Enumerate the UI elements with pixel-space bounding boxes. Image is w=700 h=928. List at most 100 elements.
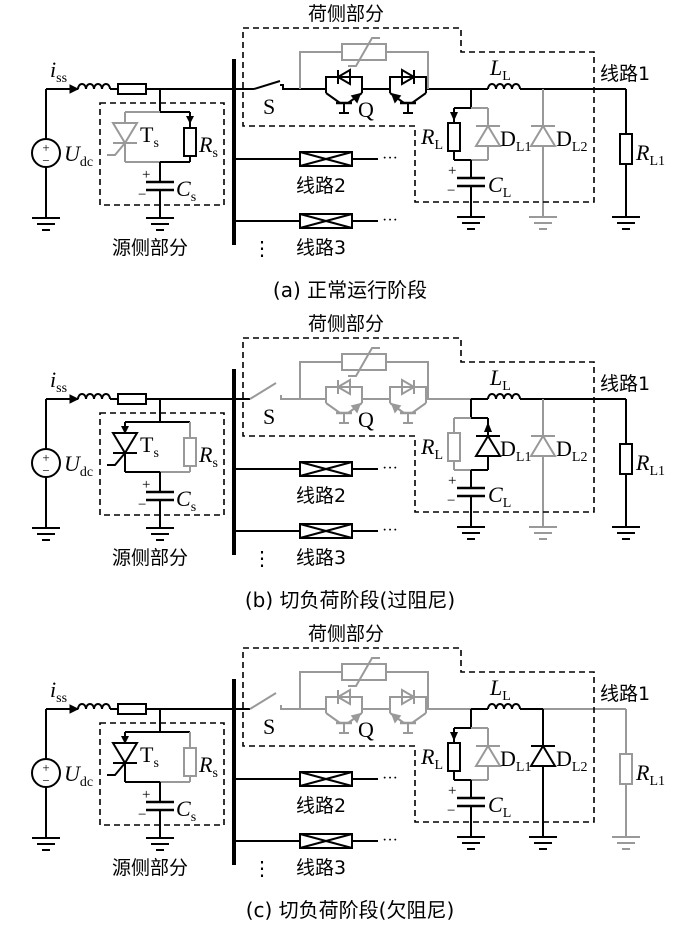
ellipsis: ··· (382, 832, 398, 849)
resistor-Rs-label: Rs (198, 132, 218, 161)
current-arrow-icon (484, 422, 492, 432)
antiparallel-diode (401, 688, 416, 706)
antiparallel-diode (401, 68, 416, 86)
switch-label: S (263, 94, 275, 119)
load-side-label: 荷侧部分 (308, 313, 384, 335)
diode-DL2-label: DL2 (556, 436, 587, 465)
capacitor-icon (146, 800, 174, 812)
switch-blade-icon (249, 692, 277, 710)
diode-DL2-icon (529, 434, 557, 457)
ellipsis: ··· (382, 460, 398, 477)
source-inductor-icon (77, 393, 111, 400)
cap-plus: + (448, 163, 456, 179)
vdots: ⋮ (252, 238, 272, 260)
varistor-wire (299, 671, 342, 709)
cap-plus: + (142, 787, 150, 803)
cap-minus: − (447, 803, 455, 819)
capacitor-icon (457, 486, 485, 498)
thyristor-Ts-icon (107, 432, 139, 466)
current-label: iss (50, 677, 67, 706)
diode-triangle (529, 744, 557, 767)
line2-feeder: ···线路2 (234, 460, 398, 507)
ground-icon (32, 527, 60, 541)
resistor-RL-label: RL (420, 434, 443, 463)
source-side-box (99, 722, 225, 826)
diode-DL1-label: DL1 (500, 436, 531, 465)
capacitor-icon (457, 176, 485, 188)
cap-minus: − (447, 493, 455, 509)
source-minus: − (42, 153, 49, 168)
emitter-arrow (390, 402, 402, 414)
panel-caption: (b) 切负荷阶段(过阻尼) (245, 588, 455, 612)
line3-feeder: ···线路3 (234, 832, 398, 879)
antiparallel-diode (336, 688, 351, 706)
ground-icon (146, 837, 174, 851)
resistor-RL-icon (447, 742, 461, 772)
diode-DL1-icon (474, 744, 502, 767)
load-side-box (242, 337, 595, 513)
capacitor-CL-label: CL (488, 172, 511, 201)
switch-label: S (263, 404, 275, 429)
vdots: ⋮ (252, 858, 272, 880)
diode-DL2-label: DL2 (556, 746, 587, 775)
source-minus: − (42, 773, 49, 788)
source-label: Udc (64, 761, 93, 790)
diode-triangle (474, 744, 502, 767)
capacitor-Cs-label: Cs (176, 176, 196, 205)
ground-icon (457, 836, 485, 850)
thyristor-gate (107, 452, 126, 466)
inductor-LL-label: LL (489, 675, 511, 704)
resistor-RL1-label: RL1 (635, 760, 665, 789)
varistor-wire (386, 361, 429, 399)
source-side-label: 源侧部分 (112, 237, 188, 259)
cap-minus: − (138, 187, 146, 203)
ground-icon (32, 837, 60, 851)
igbt-collector (325, 712, 341, 724)
ellipsis: ··· (382, 212, 398, 229)
switch-blade-icon (253, 80, 281, 90)
resistor-RL-icon (447, 122, 461, 152)
thyristor-gate (107, 762, 126, 776)
load-side-box (242, 647, 595, 823)
source-inductor-icon (77, 83, 111, 90)
line1-label: 线路1 (600, 373, 650, 395)
igbt-frame (316, 696, 372, 710)
ground-icon (32, 217, 60, 231)
source-side-box (99, 412, 225, 516)
antiparallel-diode (336, 378, 351, 396)
igbt-label: Q (358, 717, 374, 742)
source-line-resistor-icon (117, 703, 147, 715)
capacitor-CL-label: CL (488, 482, 511, 511)
breaker-cross (299, 151, 353, 167)
line3-label: 线路3 (296, 547, 346, 569)
resistor-Rs-icon (183, 127, 197, 157)
inductor-LL-icon (487, 393, 521, 400)
varistor-icon (341, 657, 387, 687)
resistor-Rs-label: Rs (198, 752, 218, 781)
cap-plus: + (142, 167, 150, 183)
source-side-label: 源侧部分 (112, 547, 188, 569)
ground-icon (146, 527, 174, 541)
ground-icon (612, 526, 640, 540)
ground-icon (529, 216, 557, 230)
resistor-Rs-icon (183, 747, 197, 777)
varistor-slash (348, 37, 380, 67)
igbt-Q1-icon (316, 688, 372, 734)
load-side-box (242, 27, 595, 203)
igbt-Q1-icon (316, 378, 372, 424)
ground-icon (457, 216, 485, 230)
switch-contact (280, 84, 300, 90)
breaker-cross (299, 461, 353, 477)
varistor-wire (386, 671, 429, 709)
thyristor-triangle (111, 742, 139, 765)
inductor-LL-icon (487, 703, 521, 710)
line3-label: 线路3 (296, 237, 346, 259)
cap-plus: + (142, 477, 150, 493)
ellipsis: ··· (382, 770, 398, 787)
ground-icon (612, 216, 640, 230)
switch-contact (280, 705, 300, 710)
varistor-icon (341, 347, 387, 377)
current-arrow-icon (69, 84, 80, 94)
